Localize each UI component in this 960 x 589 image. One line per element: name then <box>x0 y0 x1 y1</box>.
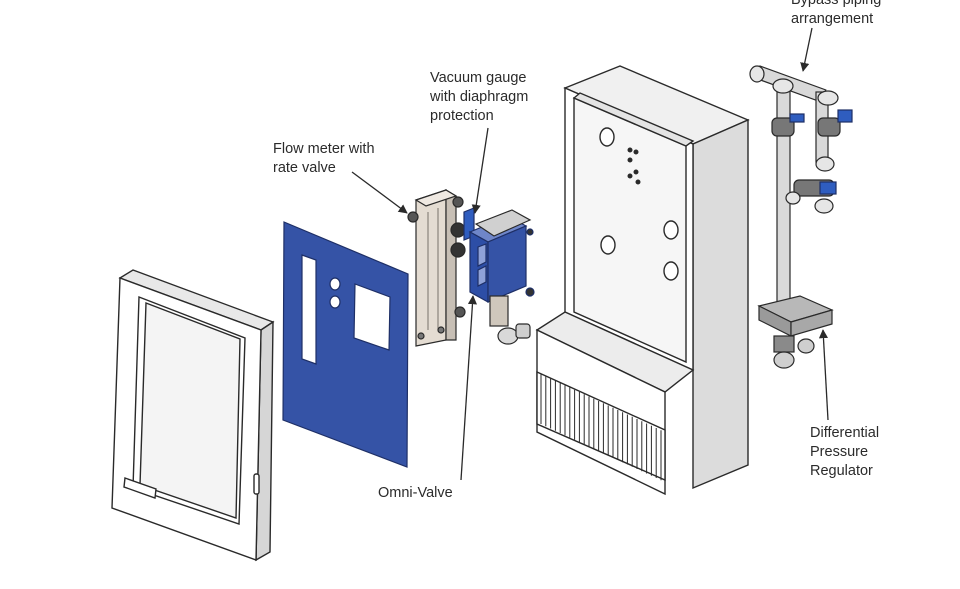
arrow-dpr <box>818 329 829 421</box>
flow-meter <box>407 188 466 347</box>
arrow-vacuum <box>471 127 489 214</box>
label-omni-valve: Omni-Valve <box>378 485 453 501</box>
label-bypass-piping: Bypass piping arrangement <box>791 0 882 27</box>
label-flow-meter: Flow meter with rate valve <box>273 141 375 176</box>
label-vacuum-gauge: Vacuum gauge with diaphragm protection <box>430 70 529 124</box>
housing-grille <box>540 374 662 481</box>
arrow-omni-valve <box>460 295 478 481</box>
callout-arrows <box>351 27 829 481</box>
arrow-bypass <box>800 27 813 72</box>
omni-valve-assembly <box>463 207 535 345</box>
front-door-frame <box>111 269 275 562</box>
main-housing <box>535 65 750 496</box>
bypass-piping <box>749 65 853 369</box>
blue-face-panel <box>282 221 409 468</box>
label-differential-pressure-regulator: Differential Pressure Regulator <box>810 425 880 479</box>
arrow-flow-meter <box>351 171 408 214</box>
